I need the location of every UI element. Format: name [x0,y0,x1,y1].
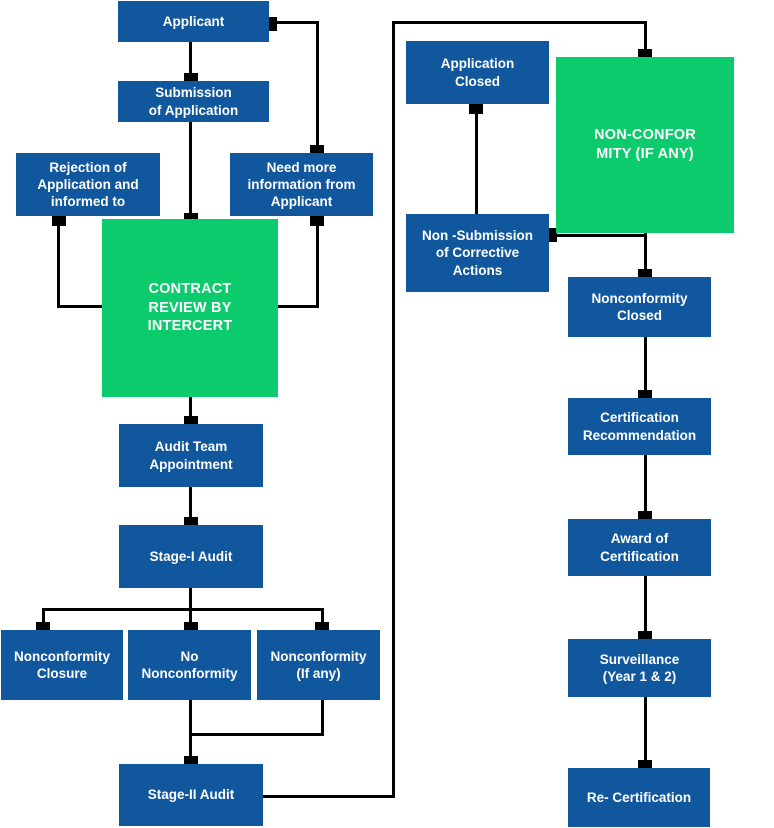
flow-node-applicant: Applicant [118,1,269,42]
connector-line [644,455,647,519]
connector-line [644,337,647,398]
connector-line [275,21,319,24]
connector-joint [638,269,652,279]
connector-line [392,21,395,798]
connector-joint [549,228,557,242]
connector-line [316,216,319,308]
connector-line [644,576,647,639]
connector-line [189,397,192,424]
connector-joint [184,73,198,83]
connector-line [321,700,324,736]
flow-node-non-submission-corrective: Non -Submission of Corrective Actions [406,214,549,292]
connector-line [189,122,192,219]
connector-joint [184,756,198,766]
connector-line [42,608,45,630]
connector-line [42,608,324,611]
flow-node-application-closed: Application Closed [406,41,549,104]
connector-line [189,733,324,736]
flow-node-non-conformity-if-any-review: NON-CONFOR MITY (IF ANY) [556,57,734,233]
connector-joint [638,631,652,641]
connector-joint [310,215,324,226]
connector-line [57,305,104,308]
flow-node-stage-2-audit: Stage-II Audit [119,764,263,826]
flow-node-stage-1-audit: Stage-I Audit [119,525,263,588]
connector-joint [310,145,324,155]
connector-line [189,608,192,630]
connector-joint [638,760,652,770]
connector-line [189,700,192,736]
flow-node-rejection-of-application: Rejection of Application and informed to [16,153,160,216]
flow-node-contract-review-by-intercert: CONTRACT REVIEW BY INTERCERT [102,219,278,397]
flow-node-nonconformity-closure: Nonconformity Closure [1,630,123,700]
connector-line [57,216,60,308]
connector-line [189,733,192,764]
flow-node-audit-team-appointment: Audit Team Appointment [119,424,263,487]
flow-node-no-nonconformity: No Nonconformity [128,630,251,700]
connector-joint [638,390,652,400]
flow-node-award-of-certification: Award of Certification [568,519,711,576]
connector-line [189,588,192,610]
connector-joint [184,622,198,632]
connector-joint [638,49,652,59]
connector-line [263,795,394,798]
flow-node-nonconformity-closed: Nonconformity Closed [568,277,711,337]
connector-line [321,608,324,630]
connector-line [189,487,192,525]
connector-line [644,233,647,279]
connector-joint [315,622,329,632]
connector-joint [184,213,198,224]
connector-line [189,42,192,82]
connector-joint [36,622,50,632]
connector-line [475,104,478,214]
flow-node-submission-of-application: Submission of Application [118,81,269,122]
connector-line [553,234,645,237]
connector-line [392,21,646,24]
connector-line [278,305,319,308]
connector-joint [184,416,198,426]
connector-joint [52,215,66,226]
flow-node-surveillance-year-1-2: Surveillance (Year 1 & 2) [568,639,711,697]
connector-joint [184,517,198,527]
flow-node-certification-recommendation: Certification Recommendation [568,398,711,455]
flow-node-nonconformity-if-any: Nonconformity (If any) [257,630,380,700]
connector-joint [469,103,483,114]
flow-node-re-certification: Re- Certification [568,768,710,827]
connector-line [644,21,647,59]
connector-line [644,697,647,768]
connector-line [316,21,319,153]
flow-node-need-more-information: Need more information from Applicant [230,153,373,216]
connector-joint [638,511,652,521]
connector-joint [269,17,277,31]
